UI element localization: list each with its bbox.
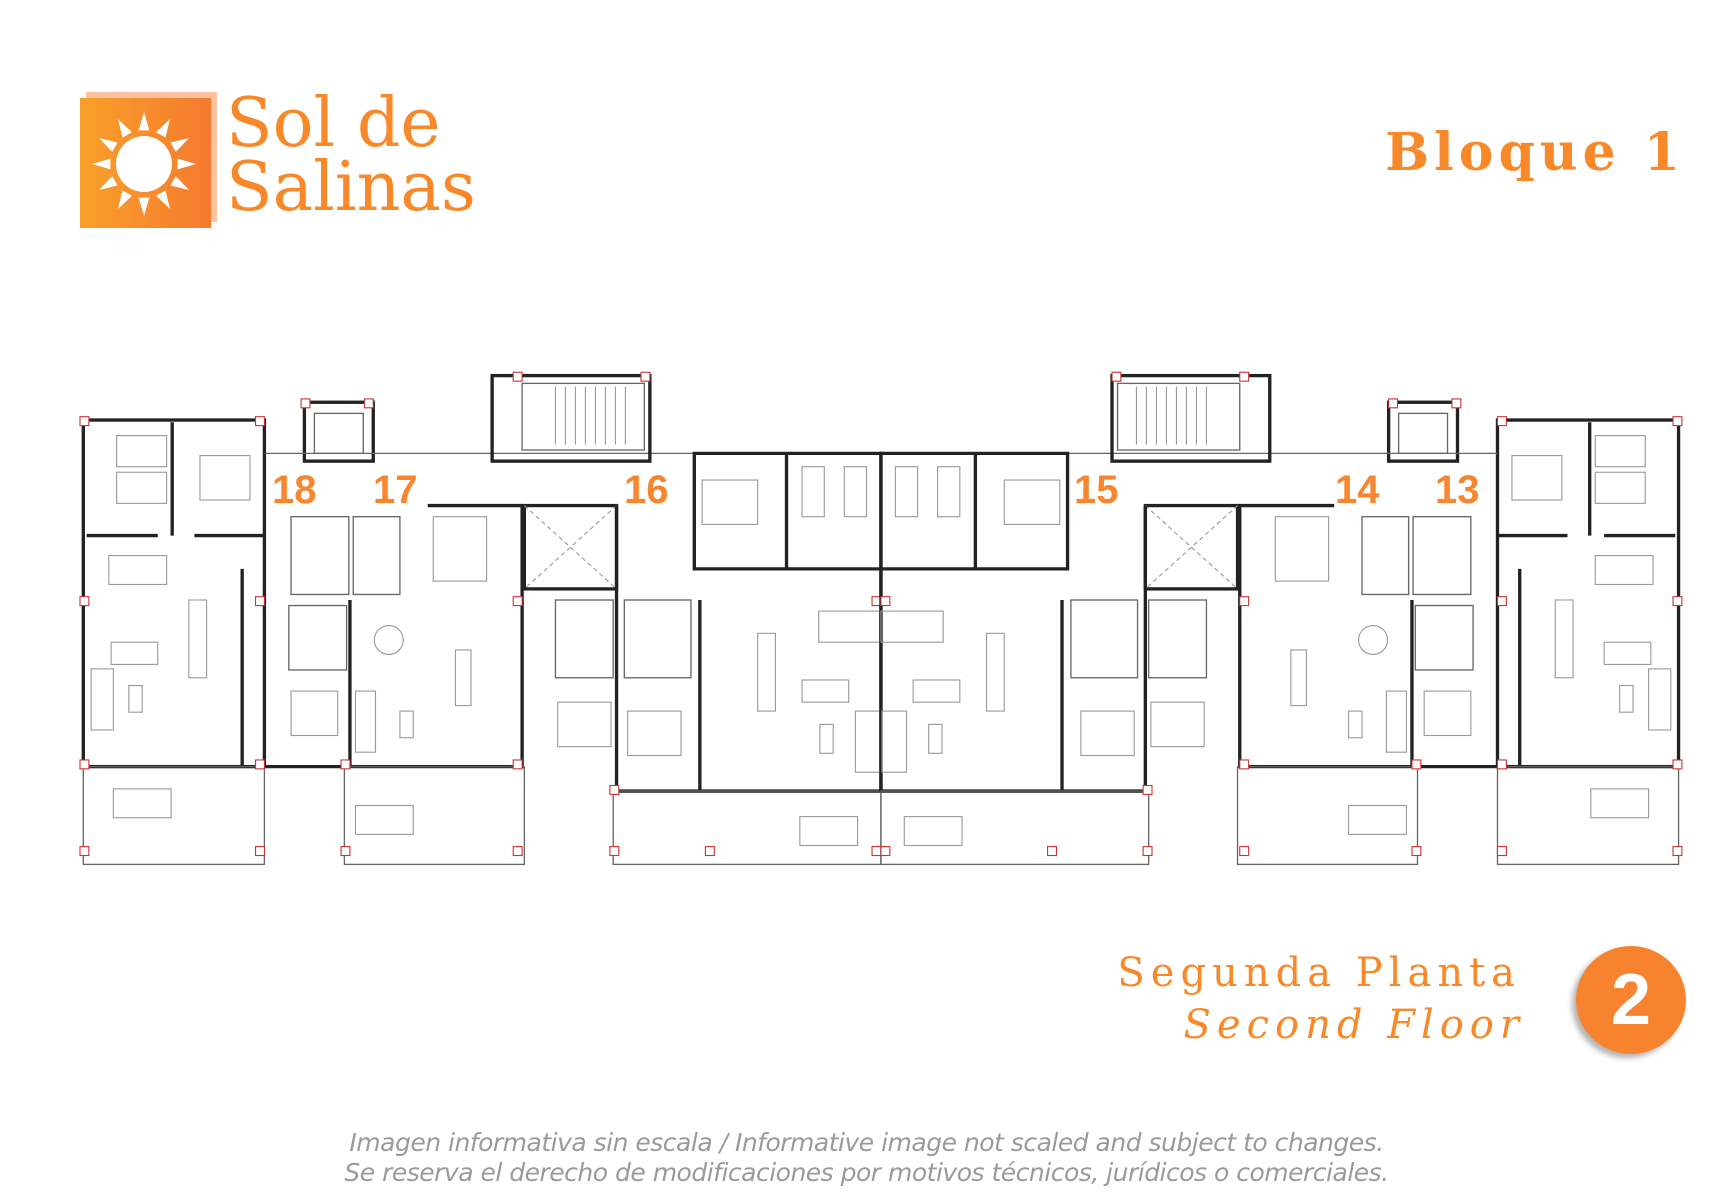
sun-icon (92, 112, 196, 216)
column (254, 759, 265, 770)
column (79, 416, 90, 427)
unit-label-16: 16 (624, 468, 669, 512)
unit-label-14: 14 (1335, 468, 1380, 512)
unit-label-18: 18 (272, 468, 317, 512)
column (871, 846, 882, 857)
column (609, 846, 620, 857)
column (79, 759, 90, 770)
unit-label-17: 17 (373, 468, 418, 512)
column (640, 371, 651, 382)
column (79, 846, 90, 857)
column (340, 846, 351, 857)
column (609, 784, 620, 795)
floor-label-spanish: Segunda Planta (1117, 950, 1521, 996)
column (300, 398, 311, 409)
brand-line1: Sol de (226, 84, 441, 163)
column (363, 398, 374, 409)
column (340, 759, 351, 770)
unit-label-13: 13 (1435, 468, 1480, 512)
column (254, 846, 265, 857)
column (512, 596, 523, 607)
brand-name: Sol de Salinas (226, 84, 476, 227)
column (254, 596, 265, 607)
brand-line2: Salinas (226, 148, 476, 227)
column (254, 416, 265, 427)
unit-label-15: 15 (1074, 468, 1119, 512)
column (79, 596, 90, 607)
disclaimer-line2: Se reserva el derecho de modificaciones … (344, 1158, 1389, 1187)
column (512, 371, 523, 382)
floor-plan-left-half (79, 371, 883, 866)
disclaimer-line1: Imagen informativa sin escala / Informat… (349, 1128, 1384, 1157)
column (512, 846, 523, 857)
floor-number-badge: 2 (1576, 946, 1686, 1054)
floor-label-english: Second Floor (1183, 1002, 1525, 1048)
column (704, 846, 715, 857)
block-title: Bloque 1 (1385, 122, 1685, 183)
logo-sun-box (80, 98, 211, 228)
column (512, 759, 523, 770)
